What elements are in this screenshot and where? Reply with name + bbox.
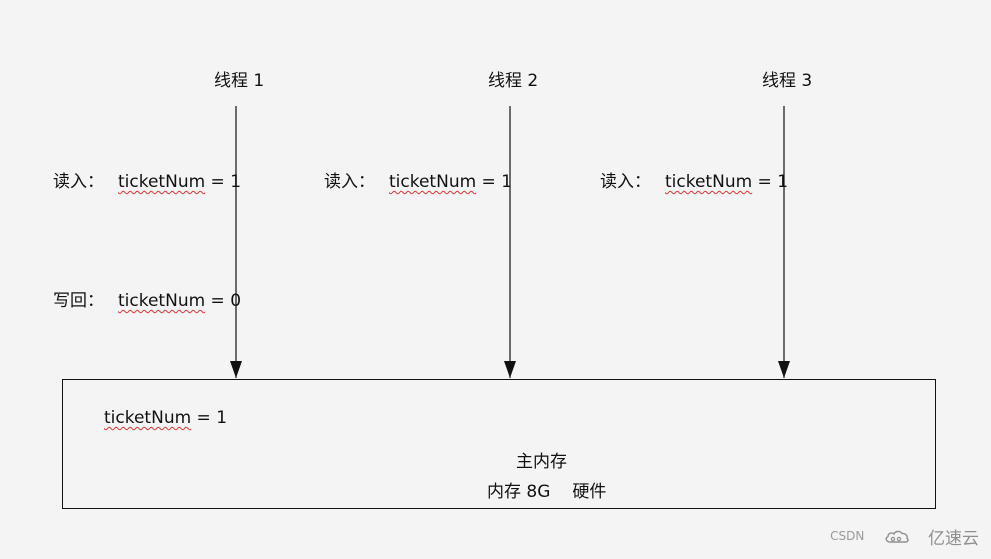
thread-3-read-label: 读入： <box>600 172 651 192</box>
watermark: CSDN 亿速云 <box>830 524 979 549</box>
thread-2-read-expr: ticketNum = 1 <box>389 172 513 192</box>
cloud-logo-icon <box>885 530 909 543</box>
thread-3-title: 线程 3 <box>762 71 813 91</box>
spellcheck-word: ticketNum <box>104 408 192 428</box>
memory-variable: ticketNum = 1 <box>104 408 228 428</box>
memory-hardware-label: 硬件 <box>572 482 607 502</box>
spellcheck-word: ticketNum <box>118 172 206 192</box>
memory-title: 主内存 <box>516 452 567 472</box>
memory-subtitle: 内存 8G 硬件 <box>487 482 606 502</box>
spellcheck-word: ticketNum <box>389 172 477 192</box>
thread-2-arrowhead <box>504 361 516 378</box>
thread-2-read-label: 读入： <box>324 172 375 192</box>
thread-1-write-label: 写回： <box>53 291 104 311</box>
thread-1-read-label: 读入： <box>53 172 104 192</box>
thread-1-read-expr: ticketNum = 1 <box>118 172 242 192</box>
thread-3-read: 读入： ticketNum = 1 <box>600 172 788 192</box>
thread-1-write-expr: ticketNum = 0 <box>118 291 242 311</box>
thread-2-title: 线程 2 <box>488 71 539 91</box>
thread-3-arrowhead <box>778 361 790 378</box>
thread-2-read: 读入： ticketNum = 1 <box>324 172 512 192</box>
spellcheck-word: ticketNum <box>118 291 206 311</box>
watermark-source: CSDN <box>830 529 865 543</box>
thread-1-write: 写回： ticketNum = 0 <box>53 291 241 311</box>
memory-size-label: 内存 8G <box>487 482 551 502</box>
thread-3-read-expr: ticketNum = 1 <box>665 172 789 192</box>
spellcheck-word: ticketNum <box>665 172 753 192</box>
thread-1-read: 读入： ticketNum = 1 <box>53 172 241 192</box>
thread-1-title: 线程 1 <box>214 71 265 91</box>
watermark-brand: 亿速云 <box>928 529 979 549</box>
main-memory-box <box>62 379 936 509</box>
thread-1-arrowhead <box>230 361 242 378</box>
